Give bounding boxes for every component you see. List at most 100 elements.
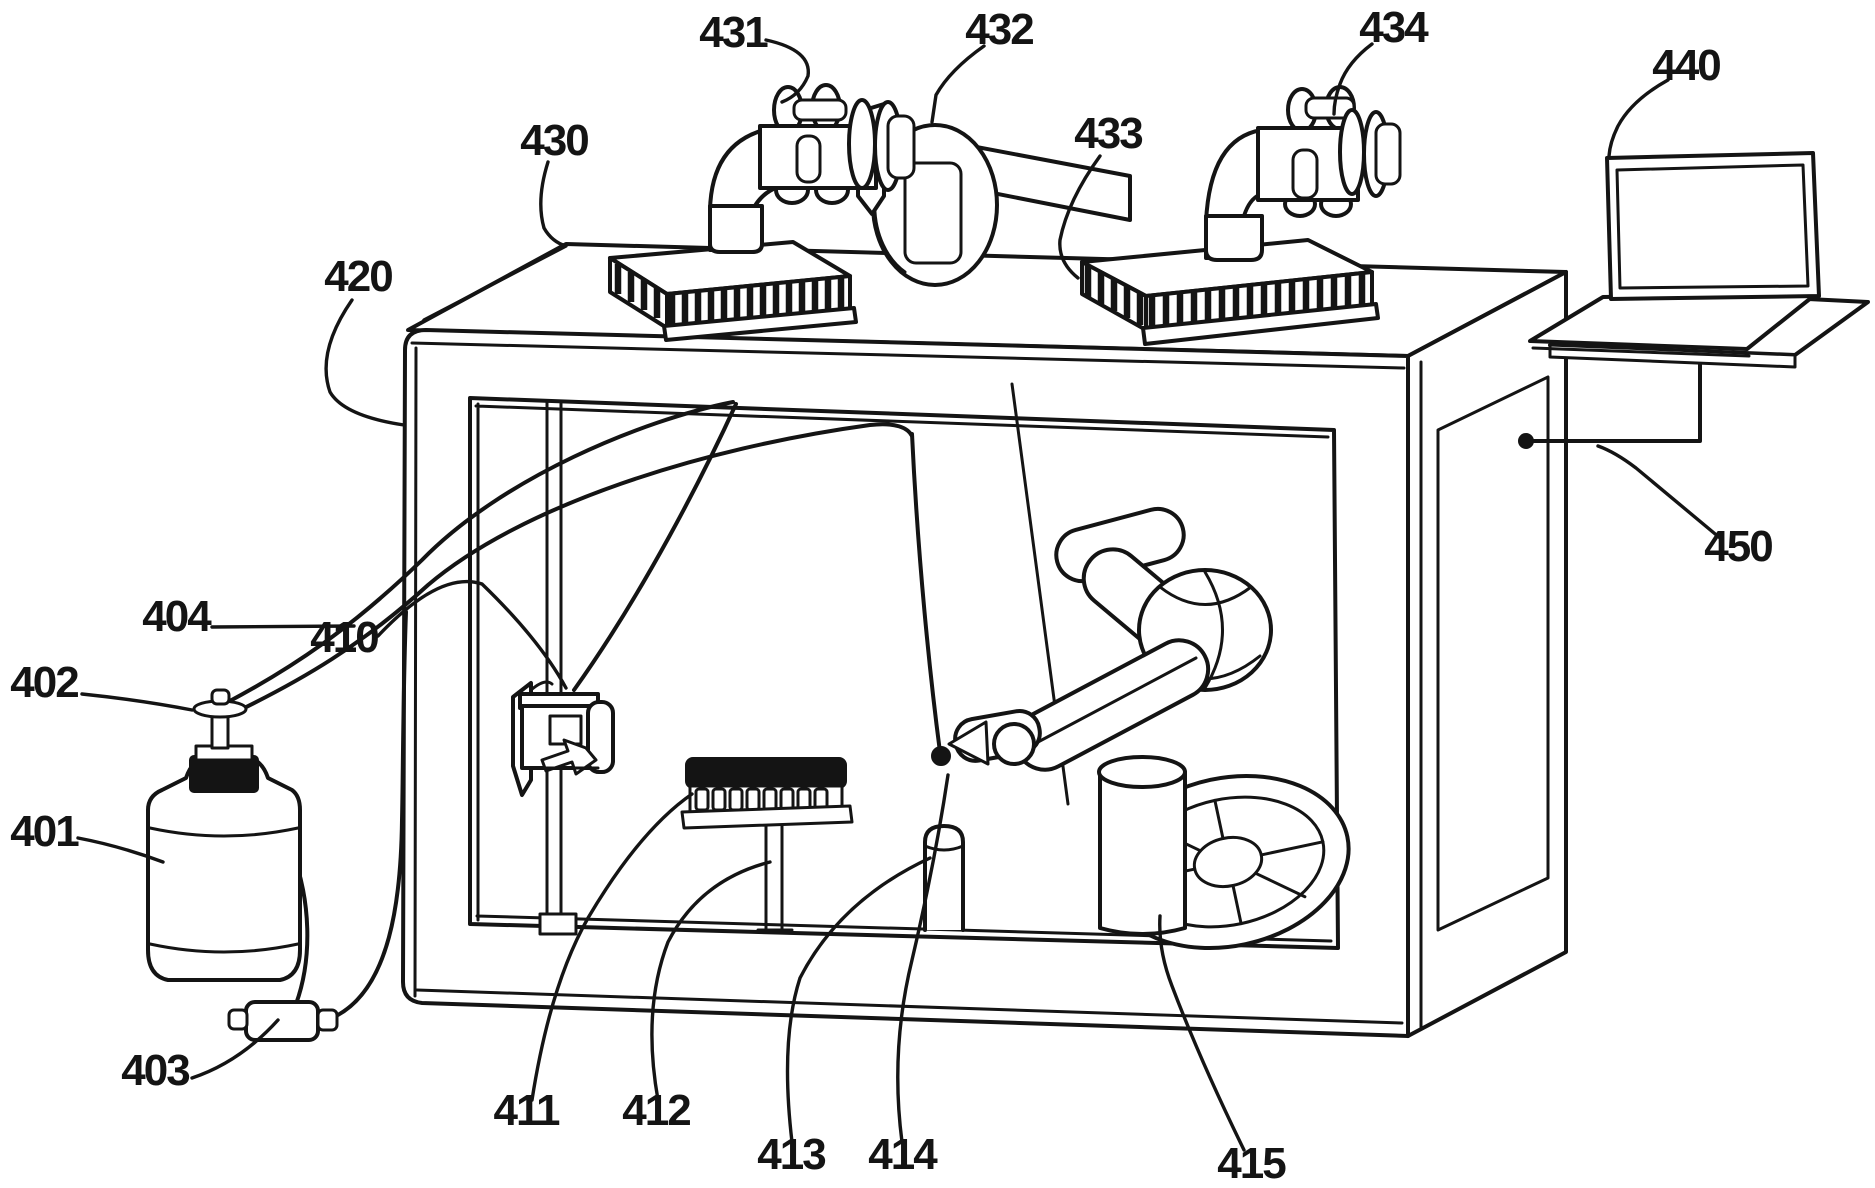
laptop-computer xyxy=(1528,151,1821,358)
cylinder-neck-line xyxy=(923,844,965,852)
pipettor-head-left xyxy=(708,83,916,254)
plate-top-band xyxy=(685,757,847,789)
ref-label-450: 450 xyxy=(1704,522,1772,571)
lower-cylinder xyxy=(1204,214,1264,262)
end-disc xyxy=(847,98,877,190)
well xyxy=(745,787,761,812)
forearm-line xyxy=(1036,656,1198,744)
plate430-hatch xyxy=(668,278,845,325)
end-disc xyxy=(1338,108,1366,196)
ref-label-420: 420 xyxy=(324,252,392,301)
well xyxy=(711,787,727,812)
ref-label-440: 440 xyxy=(1652,41,1720,90)
ref-label-410: 410 xyxy=(310,613,378,662)
nozzle-arrow xyxy=(540,738,598,776)
reagent-bottle xyxy=(146,756,302,982)
box-bottom-lip-line xyxy=(415,988,1404,1025)
leader-lines xyxy=(76,38,1722,1152)
leader-412 xyxy=(650,860,772,1102)
bottle-cap-valve xyxy=(192,688,248,750)
leader-401 xyxy=(76,836,165,864)
leader-415 xyxy=(1158,914,1246,1152)
tube-tip-blob xyxy=(931,746,951,766)
box-top-lip-line xyxy=(410,341,1406,370)
plate433-hatch-left xyxy=(1084,265,1144,325)
rail-foot xyxy=(538,912,578,936)
plate433-hatch xyxy=(1148,274,1366,328)
ref-label-414: 414 xyxy=(868,1130,938,1179)
tube-to-robot xyxy=(910,432,942,754)
plate433-base-lip xyxy=(1141,302,1380,346)
leader-431 xyxy=(764,38,810,104)
leader-432 xyxy=(930,44,986,124)
ref-label-413: 413 xyxy=(757,1130,825,1179)
robot-base-cylinder xyxy=(1098,770,1187,936)
wrist-joint xyxy=(992,722,1036,766)
leader-414 xyxy=(896,773,950,1144)
well xyxy=(728,787,744,812)
robot-base-top xyxy=(1097,755,1187,789)
leader-434 xyxy=(1332,42,1374,116)
bottle-rings xyxy=(148,826,300,954)
pump-body xyxy=(244,1000,320,1042)
leader-403 xyxy=(190,1018,280,1080)
nozzle-hook xyxy=(529,680,554,692)
roller-axle xyxy=(792,98,848,122)
wrist-cone xyxy=(947,720,990,766)
plate-lip xyxy=(680,804,854,830)
ref-label-404: 404 xyxy=(142,592,212,641)
leader-430 xyxy=(422,160,568,322)
leader-404 xyxy=(210,624,356,629)
box-front-frame xyxy=(401,328,1410,1038)
leader-433 xyxy=(1058,154,1102,280)
ref-label-415: 415 xyxy=(1217,1139,1286,1188)
end-cap xyxy=(886,114,916,180)
well xyxy=(694,787,710,812)
bottle-assembly xyxy=(146,400,914,1042)
tubing-upper xyxy=(226,400,735,704)
laptop-screen-inner xyxy=(1615,163,1810,290)
box-right-face xyxy=(1406,270,1568,1038)
microplate-on-stand xyxy=(680,757,854,932)
laptop-station xyxy=(1518,151,1870,449)
tubing-lower xyxy=(234,422,914,714)
dispenser-nozzle xyxy=(511,680,615,797)
plate430-hatch-left xyxy=(614,264,661,318)
ref-label-430: 430 xyxy=(520,116,588,165)
body-slot xyxy=(795,134,822,184)
ref-label-432: 432 xyxy=(965,5,1033,54)
stand-column xyxy=(756,824,794,932)
pipettor-head-right xyxy=(1204,85,1402,262)
leader-402 xyxy=(80,692,194,712)
laptop-cable xyxy=(1532,350,1702,443)
enclosure-interior xyxy=(511,382,1351,950)
pump-unit xyxy=(227,1000,339,1042)
end-cap xyxy=(1374,122,1402,186)
ref-label-433: 433 xyxy=(1074,109,1142,158)
leader-411 xyxy=(530,792,694,1102)
tubing-pump-to-box xyxy=(334,610,408,1018)
disc-slot xyxy=(903,161,963,265)
leader-440 xyxy=(1607,78,1670,158)
leader-410 xyxy=(376,579,568,690)
laptop-base-lip xyxy=(1531,346,1751,358)
body-slot xyxy=(1291,148,1319,200)
ref-label-403: 403 xyxy=(121,1046,189,1095)
deck-plate-right xyxy=(1080,238,1380,346)
valve-button xyxy=(210,688,231,706)
deck-plate-left xyxy=(608,240,858,342)
pump-port-left xyxy=(227,1008,249,1031)
lower-cylinder xyxy=(708,204,764,254)
ref-label-411: 411 xyxy=(494,1086,561,1135)
leader-420 xyxy=(324,298,406,427)
roller-axle xyxy=(1304,96,1356,120)
ref-label-402: 402 xyxy=(10,658,78,707)
ref-label-412: 412 xyxy=(622,1086,690,1135)
robot-arm xyxy=(947,506,1351,950)
connection-dot xyxy=(1518,433,1534,449)
nozzle-capsule xyxy=(586,700,615,774)
robot-forearm xyxy=(1013,638,1211,772)
box-right-panel xyxy=(1436,375,1550,932)
ref-label-401: 401 xyxy=(10,807,79,856)
